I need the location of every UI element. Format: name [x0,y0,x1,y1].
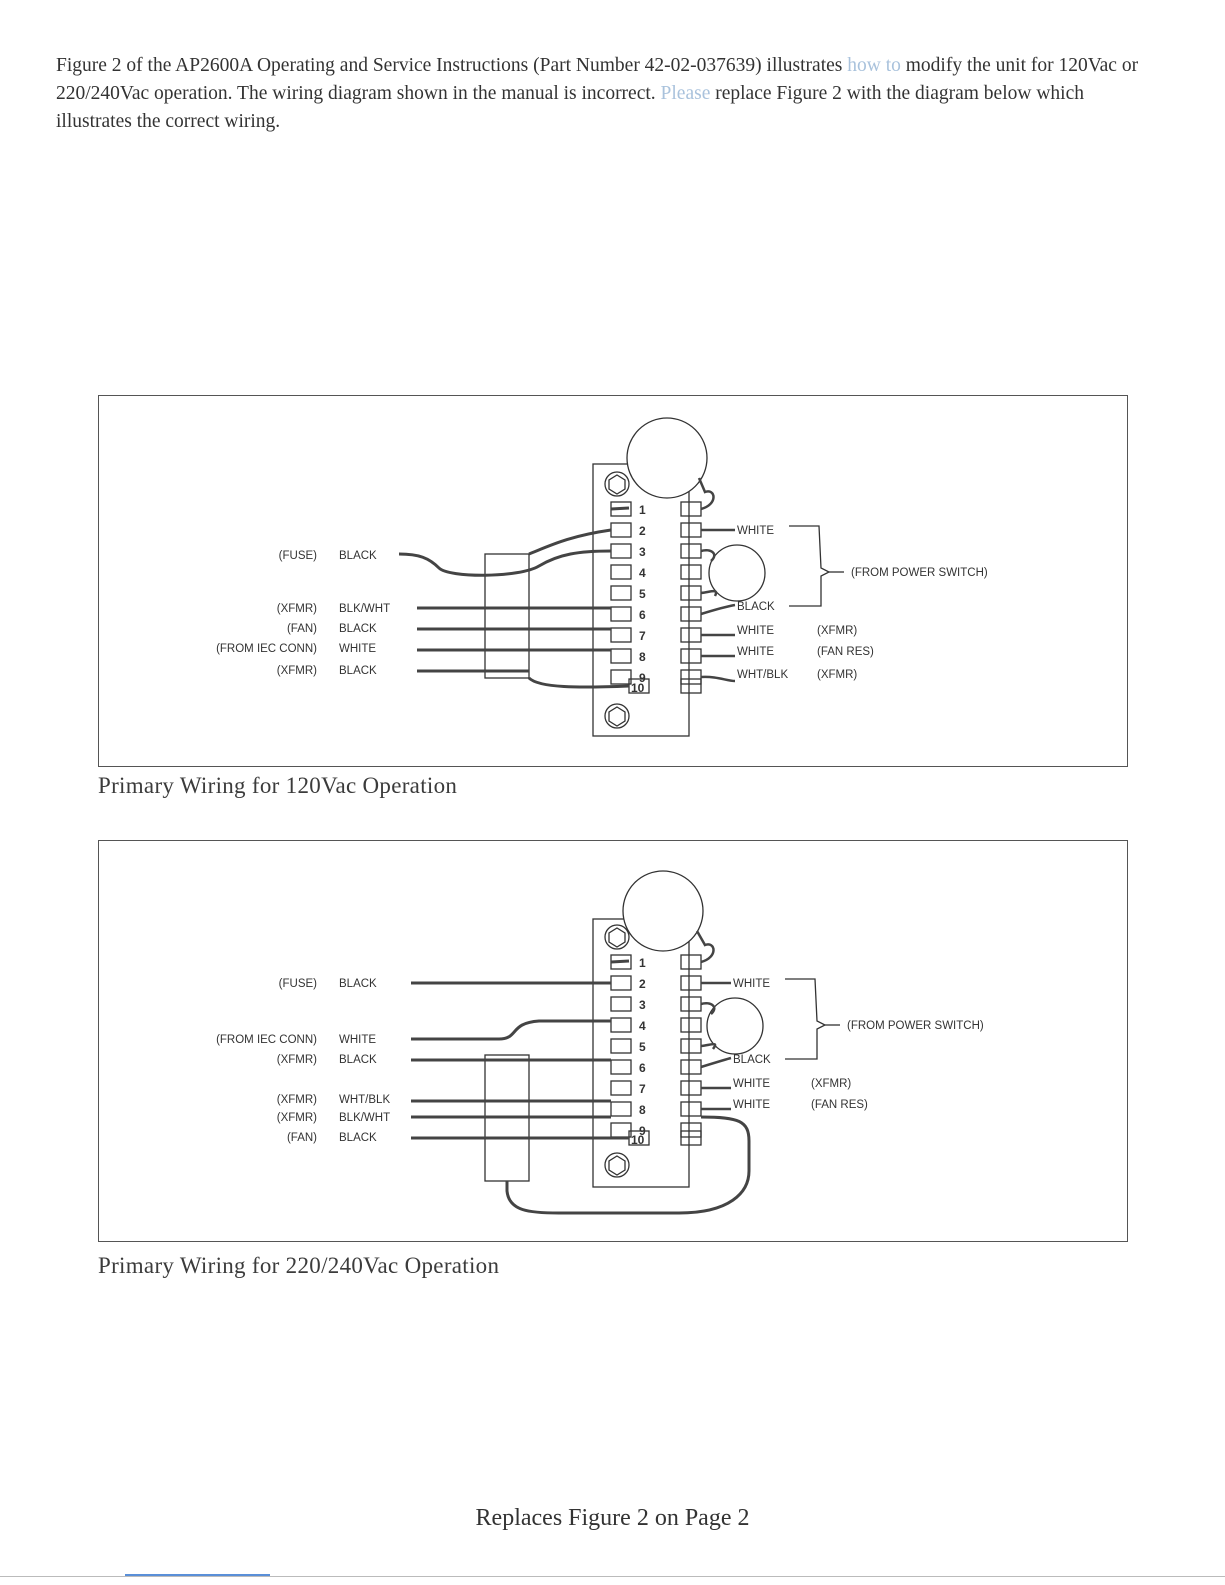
intro-text-2: modify the unit for 120Vac or 220/240Vac… [56,55,1139,104]
label-t8-dest: (FAN RES) [811,1099,868,1111]
label-xfmr-source-3: (XFMR) [277,1112,317,1124]
figure-caption-220-240vac: Primary Wiring for 220/240Vac Operation [98,1253,500,1278]
power-switch-bracket [785,978,827,1060]
label-iec-source: (FROM IEC CONN) [216,1034,317,1046]
power-switch-bracket [789,525,831,607]
label-fan-source: (FAN) [287,1132,317,1144]
label-iec-source: (FROM IEC CONN) [216,643,317,655]
intro-faded-1: how to [847,55,901,76]
terminal-number-2: 2 [639,977,646,991]
terminal-number-6: 6 [639,1061,646,1075]
terminal-number-3: 3 [639,545,646,559]
label-t2-color: WHITE [733,978,770,990]
terminal-number-1: 1 [639,503,646,517]
label-t8-color: WHITE [733,1099,770,1111]
label-fuse-source: (FUSE) [279,550,318,562]
terminal-number-4: 4 [639,566,646,580]
terminal-number-3: 3 [639,998,646,1012]
power-switch-icon [626,417,708,499]
label-t2-color: WHITE [737,525,774,537]
label-power-switch: (FROM POWER SWITCH) [851,567,988,579]
label-xfmr-color-2: WHT/BLK [339,1094,390,1106]
wiring-diagram-120vac: 1 2 3 4 5 6 7 8 9 10 (FUSE) BLACK (XFMR)… [98,395,1128,767]
terminal-number-8: 8 [639,650,646,664]
terminal-number-7: 7 [639,629,646,643]
label-t6-color: BLACK [737,601,775,613]
label-fan-color: BLACK [339,1132,377,1144]
label-xfmr-color-1: BLACK [339,1054,377,1066]
terminal-number-9: 9 [639,671,646,685]
mounting-screw-bottom-icon [604,1152,630,1178]
hex-nut-top-icon [608,927,626,948]
terminal-number-5: 5 [639,587,646,601]
label-xfmr-color-2: BLACK [339,665,377,677]
label-t8-dest: (FAN RES) [817,646,874,658]
label-t6-color: BLACK [733,1054,771,1066]
hex-nut-bottom-icon [608,706,626,727]
terminal-number-4: 4 [639,1019,646,1033]
terminal-number-2: 2 [639,524,646,538]
intro-text-3: replace Figure 2 with the diagram below … [56,83,1084,132]
label-t9-color: WHT/BLK [737,669,788,681]
label-fan-color: BLACK [339,623,377,635]
wiring-diagram-220-240vac: 1 2 3 4 5 6 7 8 9 10 (FUSE) BLACK (FROM … [98,840,1128,1242]
label-t7-color: WHITE [737,625,774,637]
left-wires [411,959,751,1215]
label-xfmr-color-3: BLK/WHT [339,1112,390,1124]
label-t7-color: WHITE [733,1078,770,1090]
mounting-screw-top-icon [604,924,630,950]
label-iec-color: WHITE [339,1034,376,1046]
jumper-loop-icon [708,544,766,602]
label-xfmr-source-2: (XFMR) [277,1094,317,1106]
label-xfmr-color-1: BLK/WHT [339,603,390,615]
terminal-number-5: 5 [639,1040,646,1054]
page-bottom-rule [0,1576,1225,1577]
label-t8-color: WHITE [737,646,774,658]
intro-faded-2: Please [660,83,711,104]
wiring-diagram-120vac-svg: 1 2 3 4 5 6 7 8 9 10 (FUSE) BLACK (XFMR)… [216,417,988,737]
hex-nut-bottom-icon [608,1155,626,1176]
label-iec-color: WHITE [339,643,376,655]
terminal-number-6: 6 [639,608,646,622]
terminal-number-10: 10 [631,681,645,695]
label-xfmr-source-2: (XFMR) [277,665,317,677]
figure-caption-120vac: Primary Wiring for 120Vac Operation [98,773,458,798]
label-t7-dest: (XFMR) [817,625,857,637]
terminal-number-8: 8 [639,1103,646,1117]
jumper-loop-icon [706,997,764,1055]
intro-paragraph: Figure 2 of the AP2600A Operating and Se… [56,52,1156,136]
right-wires [697,477,736,683]
mounting-screw-bottom-icon [604,703,630,729]
footer-note: Replaces Figure 2 on Page 2 [475,1505,750,1531]
label-fuse-color: BLACK [339,978,377,990]
power-switch-icon [622,870,704,952]
label-xfmr-source-1: (XFMR) [277,603,317,615]
hex-nut-top-icon [608,474,626,495]
label-t7-dest: (XFMR) [811,1078,851,1090]
label-fuse-color: BLACK [339,550,377,562]
right-wires [695,930,732,1111]
terminal-number-1: 1 [639,956,646,970]
intro-text-1: Figure 2 of the AP2600A Operating and Se… [56,55,848,76]
label-fuse-source: (FUSE) [279,978,318,990]
label-t9-dest: (XFMR) [817,669,857,681]
label-power-switch: (FROM POWER SWITCH) [847,1020,984,1032]
terminal-number-7: 7 [639,1082,646,1096]
page-bottom-highlight [125,1574,270,1576]
terminal-block [592,918,690,1188]
terminal-number-9: 9 [639,1124,646,1138]
terminal-number-10: 10 [631,1133,645,1147]
left-wires [398,506,630,689]
label-xfmr-source-1: (XFMR) [277,1054,317,1066]
mounting-screw-top-icon [604,471,630,497]
wiring-diagram-220-240vac-svg: 1 2 3 4 5 6 7 8 9 10 (FUSE) BLACK (FROM … [216,870,984,1215]
label-fan-source: (FAN) [287,623,317,635]
